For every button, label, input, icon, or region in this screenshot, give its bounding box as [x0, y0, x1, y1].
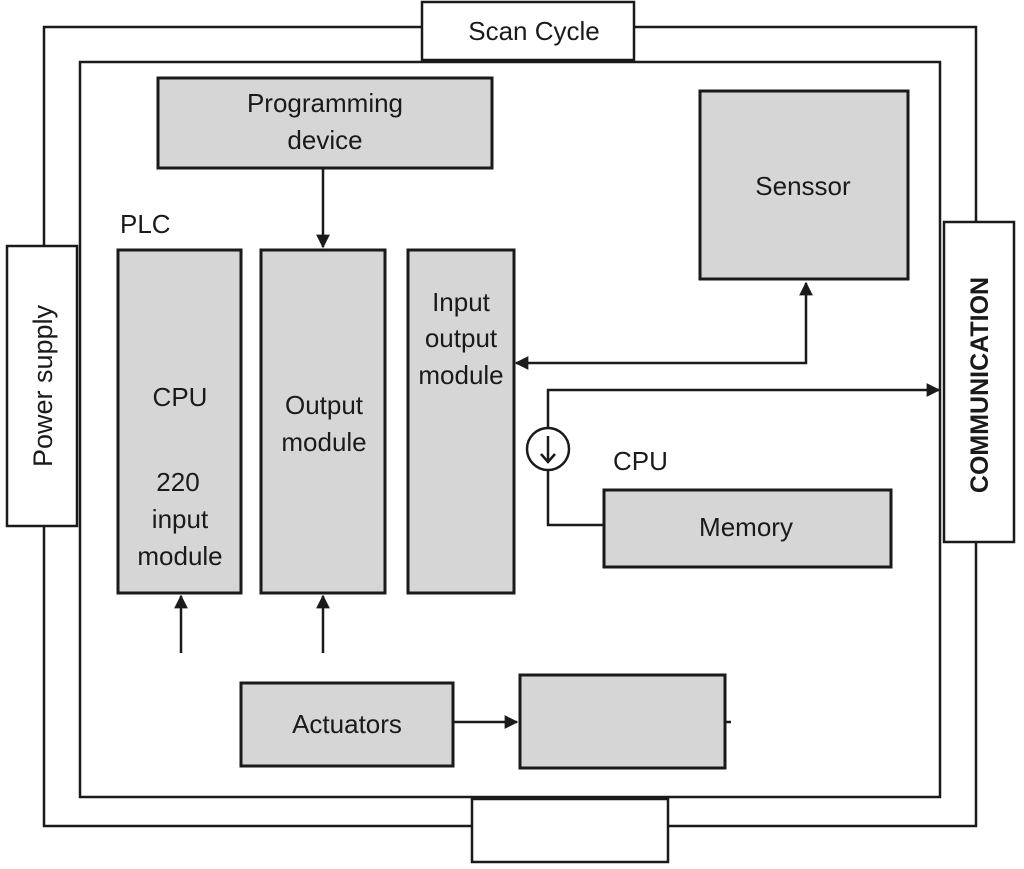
cpu-module-line-1: CPU: [153, 382, 208, 412]
plc-label: PLC: [120, 209, 171, 239]
cpu-module-line-4: module: [137, 541, 222, 571]
power-supply-label: Power supply: [28, 304, 58, 467]
sensor-label: Senssor: [755, 171, 851, 201]
output-module-block: Output module: [259, 248, 387, 595]
memory-connector: [546, 470, 604, 527]
programming-device-line-1: Programming: [247, 88, 403, 118]
scan-cycle-label: Scan Cycle: [468, 16, 600, 46]
cpu-module-line-2: 220: [156, 467, 199, 497]
io-module-line-2: output: [425, 323, 498, 353]
power-supply-tab: Power supply: [5, 244, 79, 528]
io-module-block: Input output module: [406, 248, 516, 595]
flow-down-circle-icon: [525, 426, 571, 472]
output-module-line-2: module: [281, 427, 366, 457]
output-module-line-1: Output: [285, 390, 364, 420]
memory-block: Memory: [602, 488, 893, 569]
cpu-module-line-3: input: [152, 504, 209, 534]
cpu-input-module-block: CPU 220 input module: [116, 248, 243, 595]
io-communication-connector: [546, 383, 941, 428]
io-sensor-connector: [514, 281, 813, 370]
programming-device-block: Programming device: [156, 76, 494, 170]
io-module-line-1: Input: [432, 287, 491, 317]
io-module-line-3: module: [418, 360, 503, 390]
scan-cycle-tab: Scan Cycle: [420, 0, 636, 62]
actuators-label: Actuators: [292, 709, 402, 739]
bottom-tab: [470, 797, 670, 864]
communication-label: COMMUNICATION: [966, 277, 994, 493]
communication-tab: COMMUNICATION: [942, 220, 1016, 544]
sensor-block: Senssor: [698, 89, 910, 281]
memory-label: Memory: [699, 512, 793, 542]
actuators-block: Actuators: [239, 681, 455, 768]
cpu-label: CPU: [613, 446, 668, 476]
programming-device-line-2: device: [287, 125, 362, 155]
unlabeled-block: [518, 673, 727, 770]
inner-frame: [78, 60, 942, 799]
